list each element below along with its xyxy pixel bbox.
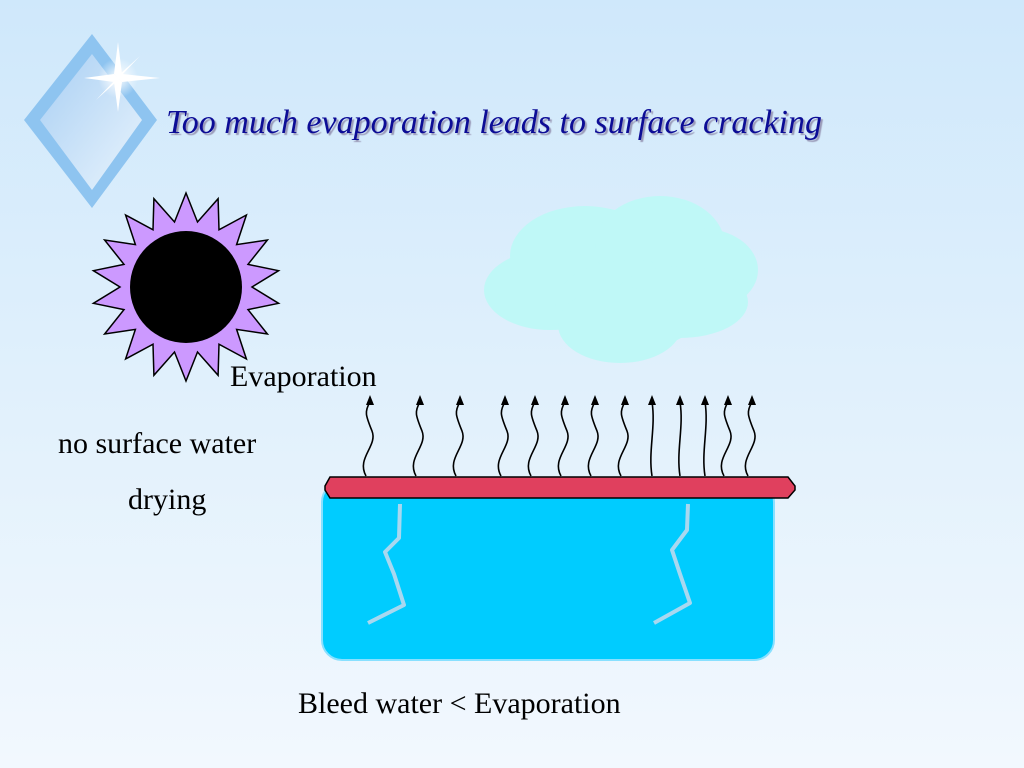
vapour-arrow (557, 401, 569, 477)
drying-label: drying (128, 483, 207, 516)
cloud-icon (484, 196, 758, 363)
vapour-arrow (650, 401, 654, 477)
vapour-arrow (362, 401, 374, 477)
vapour-arrowhead (456, 395, 464, 405)
vapour-arrowhead (748, 395, 756, 405)
vapour-arrow (678, 401, 682, 477)
no-surface-water-label: no surface water (58, 427, 257, 460)
vapour-arrowhead (648, 395, 656, 405)
vapour-arrowhead (591, 395, 599, 405)
diamond-logo-icon (24, 34, 157, 208)
vapour-arrow (617, 401, 629, 477)
sparkle-icon (84, 42, 160, 112)
slide-title: Too much evaporation leads to surface cr… (166, 104, 822, 141)
vapour-arrow (412, 401, 424, 477)
vapour-arrowhead (561, 395, 569, 405)
vapour-arrow (720, 401, 732, 477)
evaporation-label: Evaporation (230, 360, 377, 393)
vapour-arrow (587, 401, 599, 477)
concrete-block (321, 481, 775, 661)
vapour-arrowhead (366, 395, 374, 405)
vapour-arrow (497, 401, 509, 477)
vapour-arrowhead (501, 395, 509, 405)
vapour-arrowhead (531, 395, 539, 405)
surface-crack-left (367, 503, 406, 625)
vapour-arrowhead (621, 395, 629, 405)
sun-icon (91, 190, 281, 384)
vapour-arrow (527, 401, 539, 477)
vapour-arrowhead (701, 395, 709, 405)
vapour-arrow (703, 401, 707, 477)
drying-surface-layer (324, 476, 796, 499)
surface-crack-right (653, 503, 692, 625)
evaporation-arrows (362, 395, 756, 477)
vapour-arrow (452, 401, 464, 477)
vapour-arrowhead (676, 395, 684, 405)
vapour-arrowhead (724, 395, 732, 405)
bleed-vs-evaporation-label: Bleed water < Evaporation (298, 687, 621, 720)
vapour-arrow (744, 401, 756, 477)
sun-disc (130, 231, 242, 343)
vapour-arrowhead (416, 395, 424, 405)
